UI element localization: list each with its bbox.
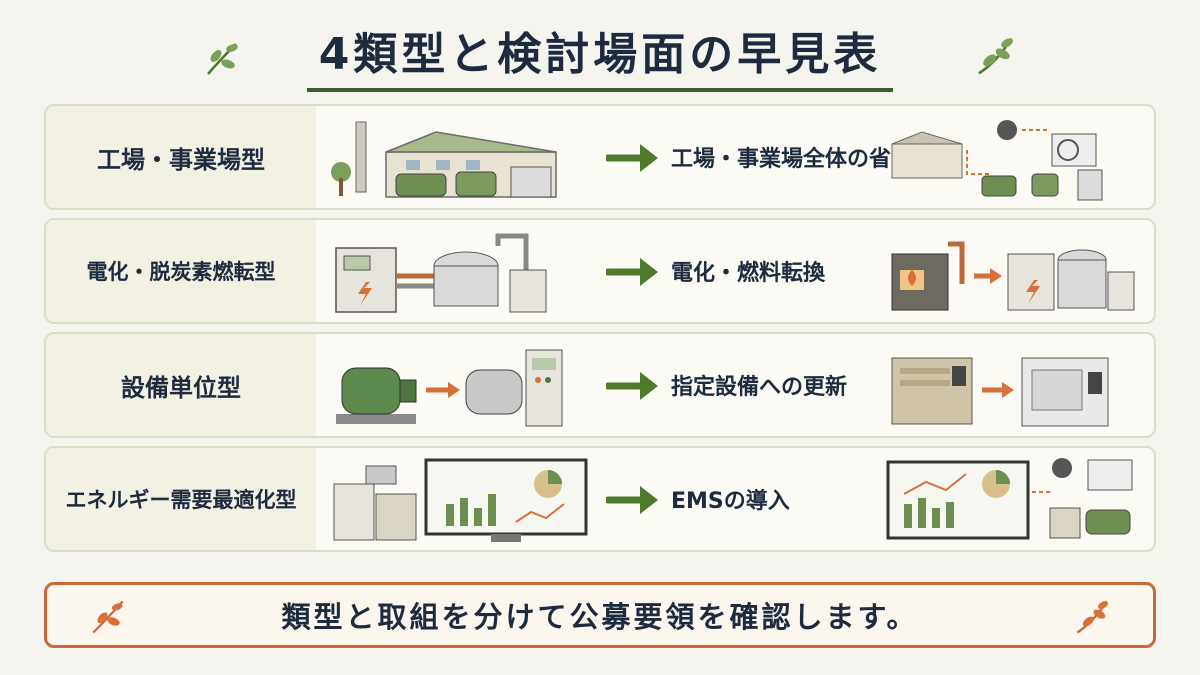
arrow-right-icon — [606, 372, 658, 400]
title-area: 4類型と検討場面の早見表 — [0, 8, 1200, 94]
action-label: 電化・燃料転換 — [671, 261, 826, 286]
table-row: 電化・脱炭素燃転型 電化・燃料転換 — [44, 218, 1156, 324]
lamp-icon — [997, 120, 1017, 140]
action-label: EMSの導入 — [671, 489, 790, 514]
type-label: 電化・脱炭素燃転型 — [46, 220, 316, 322]
action-label: 指定設備への更新 — [671, 375, 848, 400]
arrow-right-icon — [606, 258, 658, 286]
leaf-icon — [207, 43, 238, 75]
arrow-right-icon — [606, 144, 658, 172]
lamp-icon — [1052, 458, 1072, 478]
page-title: 4類型と検討場面の早見表 — [306, 18, 894, 92]
leaf-icon — [978, 37, 1013, 75]
leaf-icon — [1076, 600, 1109, 634]
type-label: 工場・事業場型 — [46, 106, 316, 208]
monitor-chart-icon — [886, 458, 1133, 540]
footer-text: 類型と取組を分けて公募要領を確認します。 — [281, 600, 919, 634]
table-row: 工場・事業場型 工場・事業場全体の省エネ — [44, 104, 1156, 210]
type-table: 工場・事業場型 工場・事業場全体の省エネ — [44, 104, 1156, 560]
leaf-icon — [92, 600, 124, 634]
action-label: 工場・事業場全体の省エネ — [671, 147, 936, 172]
tank-icon — [335, 233, 547, 313]
monitor-chart-icon — [333, 458, 588, 542]
factory-icon — [891, 120, 1103, 201]
motor-icon — [336, 349, 563, 427]
type-label: エネルギー需要最適化型 — [46, 448, 316, 550]
boiler-icon — [891, 241, 1135, 311]
arrow-right-icon — [606, 486, 658, 514]
footer-note: 類型と取組を分けて公募要領を確認します。 — [44, 582, 1156, 648]
aircon-icon — [891, 357, 1109, 427]
table-row: エネルギー需要最適化型 EMSの導入 — [44, 446, 1156, 552]
type-label: 設備単位型 — [46, 334, 316, 436]
table-row: 設備単位型 指定設備への更新 — [44, 332, 1156, 438]
factory-icon — [331, 121, 557, 198]
